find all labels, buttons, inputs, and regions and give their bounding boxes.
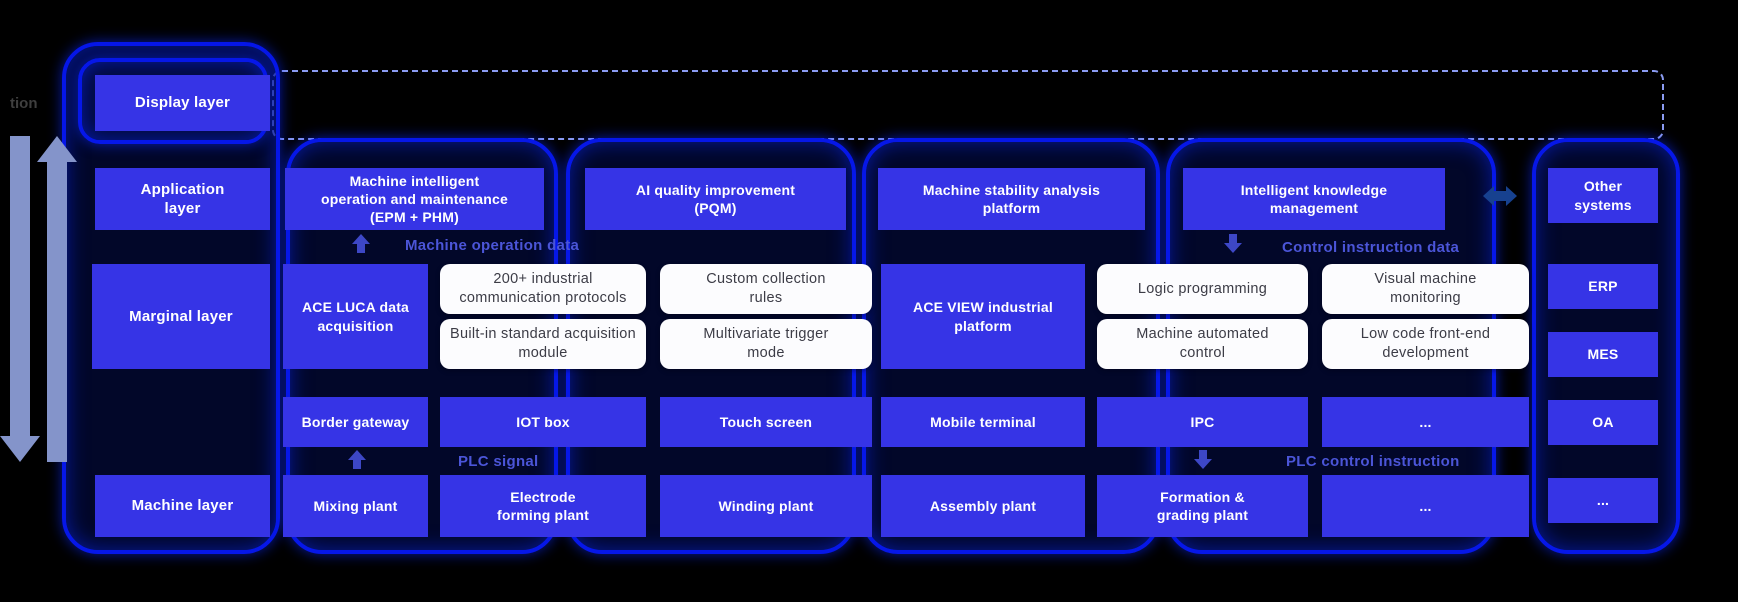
feature-box-logic-programming: Logic programming bbox=[1097, 264, 1308, 314]
box-device-ellipsis: ... bbox=[1322, 397, 1529, 447]
data-down-arrow-icon bbox=[0, 136, 40, 462]
box-label: ACE VIEW industrial platform bbox=[913, 299, 1053, 334]
box-oa: OA bbox=[1548, 400, 1658, 445]
box-iot-box: IOT box bbox=[440, 397, 646, 447]
box-app-stability-platform: Machine stability analysis platform bbox=[878, 168, 1145, 230]
box-ace-view: ACE VIEW industrial platform bbox=[881, 264, 1085, 369]
down-arrow-icon bbox=[1194, 450, 1212, 469]
box-app-epm-phm: Machine intelligent operation and mainte… bbox=[285, 168, 544, 230]
box-display-layer: Display layer bbox=[95, 75, 270, 131]
label-machine-operation-data: Machine operation data bbox=[405, 237, 580, 254]
box-formation-grading-plant: Formation & grading plant bbox=[1097, 475, 1308, 537]
box-label: Intelligent knowledge management bbox=[1240, 181, 1388, 216]
box-erp: ERP bbox=[1548, 264, 1658, 309]
box-touch-screen: Touch screen bbox=[660, 397, 872, 447]
label-control-instruction-data: Control instruction data bbox=[1282, 239, 1460, 256]
left-right-arrow-icon bbox=[1483, 186, 1517, 206]
feature-box-protocols: 200+ industrial communication protocols bbox=[440, 264, 646, 314]
box-assembly-plant: Assembly plant bbox=[881, 475, 1085, 537]
box-label: AI quality improvement (PQM) bbox=[635, 181, 796, 216]
up-arrow-icon bbox=[348, 450, 366, 469]
display-row-dashed-container bbox=[272, 70, 1664, 140]
box-label: Custom collection rules bbox=[706, 271, 826, 306]
box-app-knowledge-mgmt: Intelligent knowledge management bbox=[1183, 168, 1445, 230]
feature-box-trigger-mode: Multivariate trigger mode bbox=[660, 319, 872, 369]
box-label: ACE LUCA data acquisition bbox=[301, 299, 410, 334]
box-label: Machine automated control bbox=[1136, 326, 1269, 361]
feature-box-acquisition-module: Built-in standard acquisition module bbox=[440, 319, 646, 369]
box-systems-ellipsis: ... bbox=[1548, 478, 1658, 523]
box-ace-luca: ACE LUCA data acquisition bbox=[283, 264, 428, 369]
down-arrow-icon bbox=[1224, 234, 1242, 253]
box-ipc: IPC bbox=[1097, 397, 1308, 447]
box-border-gateway: Border gateway bbox=[283, 397, 428, 447]
box-winding-plant: Winding plant bbox=[660, 475, 872, 537]
feature-box-visual-monitoring: Visual machine monitoring bbox=[1322, 264, 1529, 314]
box-label: Formation & grading plant bbox=[1156, 488, 1249, 523]
feature-box-automated-control: Machine automated control bbox=[1097, 319, 1308, 369]
box-label: Machine stability analysis platform bbox=[922, 181, 1101, 216]
box-mes: MES bbox=[1548, 332, 1658, 377]
box-label: Other systems bbox=[1574, 178, 1632, 213]
box-label: Low code front-end development bbox=[1360, 326, 1491, 361]
box-application-layer: Application layer bbox=[95, 168, 270, 230]
box-app-ai-quality: AI quality improvement (PQM) bbox=[585, 168, 846, 230]
box-other-systems: Other systems bbox=[1548, 168, 1658, 223]
box-label: Multivariate trigger mode bbox=[703, 326, 829, 361]
box-mobile-terminal: Mobile terminal bbox=[881, 397, 1085, 447]
box-mixing-plant: Mixing plant bbox=[283, 475, 428, 537]
box-electrode-forming-plant: Electrode forming plant bbox=[440, 475, 646, 537]
feature-box-collection-rules: Custom collection rules bbox=[660, 264, 872, 314]
box-label: Application layer bbox=[140, 180, 225, 218]
box-label: Electrode forming plant bbox=[496, 488, 590, 523]
clipped-edge-label: tion bbox=[10, 95, 38, 112]
box-label: Visual machine monitoring bbox=[1374, 271, 1477, 306]
data-up-arrow-icon bbox=[37, 136, 77, 462]
box-label: Machine intelligent operation and mainte… bbox=[320, 172, 509, 226]
label-plc-signal: PLC signal bbox=[458, 453, 539, 470]
box-marginal-layer: Marginal layer bbox=[92, 264, 270, 369]
box-machine-ellipsis: ... bbox=[1322, 475, 1529, 537]
label-plc-control-instruction: PLC control instruction bbox=[1286, 453, 1460, 470]
up-arrow-icon bbox=[352, 234, 370, 253]
feature-box-low-code: Low code front-end development bbox=[1322, 319, 1529, 369]
box-machine-layer: Machine layer bbox=[95, 475, 270, 537]
